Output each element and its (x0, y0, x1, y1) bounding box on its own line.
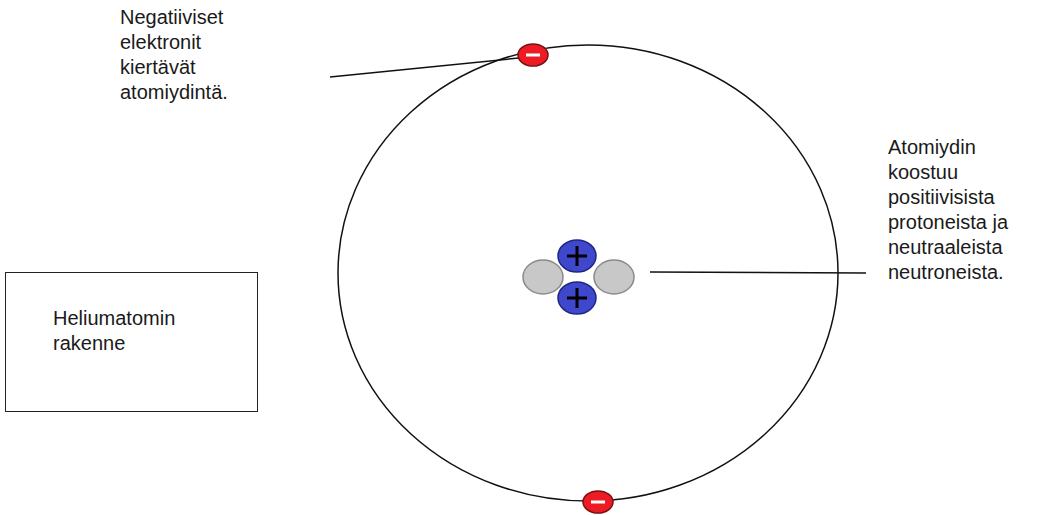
leader-line (330, 58, 519, 77)
neutron (594, 260, 634, 294)
electron (518, 44, 548, 66)
title-box: Heliumatomin rakenne (5, 272, 258, 412)
proton (558, 240, 596, 272)
box-title: Heliumatomin rakenne (53, 306, 213, 356)
leader-line (650, 272, 866, 273)
callout-label: Atomiydin koostuu positiivisista protone… (888, 135, 1033, 285)
electron (583, 491, 613, 513)
neutron (523, 260, 563, 294)
proton (558, 282, 596, 314)
callout-label: Negatiiviset elektronit kiertävät atomiy… (120, 5, 255, 105)
